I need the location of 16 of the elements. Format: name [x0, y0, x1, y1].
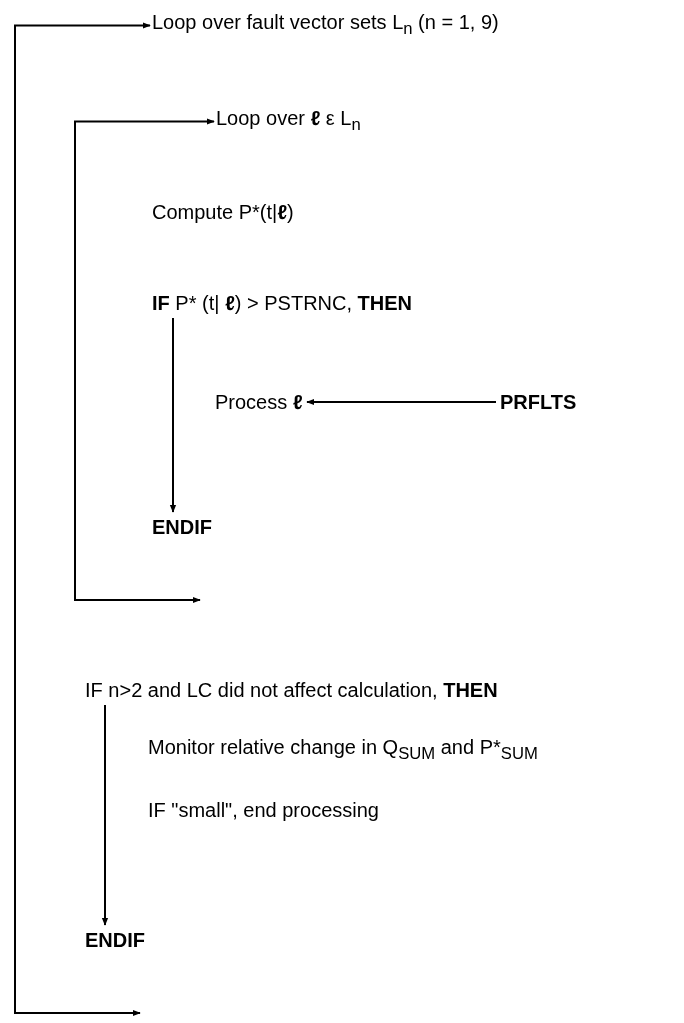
loop-header: Loop over fault vector sets L$_{n}$ (n = 1, 9)	[152, 9, 499, 42]
arrow	[169, 317, 177, 513]
statement-text: IF "small", end processing	[148, 797, 379, 823]
routine-name: PRFLTS	[500, 389, 577, 415]
endif-keyword: ENDIF	[152, 514, 212, 540]
arrow	[306, 398, 497, 406]
loop-arrow	[14, 22, 151, 1017]
endif-keyword: ENDIF	[85, 927, 145, 953]
statement-text: Process ℓ	[215, 389, 303, 415]
condition-text: IF P* (t| ℓ) > PSTRNC, THEN	[152, 290, 413, 316]
statement-text: Compute P*(t|ℓ)	[152, 199, 294, 225]
arrow	[101, 704, 109, 926]
statement-text: Monitor relative change in Q$_{SUM}$ and P*$_{SUM}$	[148, 734, 538, 767]
loop-header: Loop over ℓ ε L$_{n}$	[216, 105, 361, 138]
loop-arrow	[74, 118, 215, 604]
condition-text: IF n>2 and LC did not affect calculation, THEN	[85, 677, 498, 703]
